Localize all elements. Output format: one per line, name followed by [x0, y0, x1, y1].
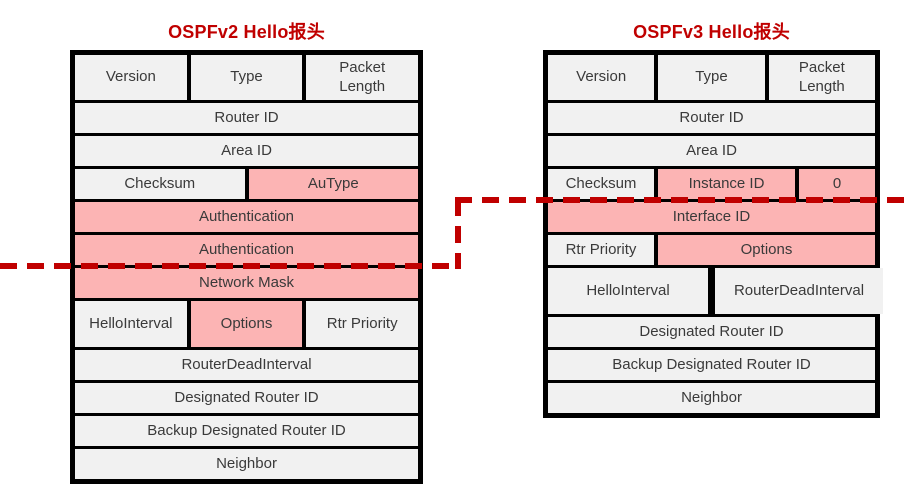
field-autype: AuType	[248, 169, 418, 199]
v3-row-area-id: Area ID	[548, 136, 875, 166]
field-interface-id: Interface ID	[548, 202, 875, 232]
v2-row-area-id: Area ID	[75, 136, 418, 166]
v2-header-title: OSPFv2 Hello报头	[168, 22, 325, 42]
v3-row-hello-dead-interval: HelloInterval RouterDeadInterval	[548, 268, 883, 314]
v2-row-authentication-1: Authentication	[75, 202, 418, 232]
v2-row-checksum-autype: Checksum AuType	[75, 169, 418, 199]
v3-row-interface-id: Interface ID	[548, 202, 875, 232]
field-rtr-priority: Rtr Priority	[306, 301, 419, 347]
comparison-dashed-line-left-horizontal	[0, 263, 457, 269]
field-authentication: Authentication	[75, 235, 418, 265]
field-type: Type	[658, 55, 765, 100]
field-packet-length: Packet Length	[306, 55, 419, 100]
v2-row-hello-options-priority: HelloInterval Options Rtr Priority	[75, 301, 419, 347]
v3-row-priority-options: Rtr Priority Options	[548, 235, 875, 265]
v2-packet-diagram: Version Type Packet Length Router ID Are…	[70, 50, 423, 484]
field-checksum: Checksum	[75, 169, 245, 199]
field-hello-interval: HelloInterval	[548, 268, 708, 314]
field-type: Type	[190, 55, 303, 100]
field-designated-router-id: Designated Router ID	[548, 317, 875, 347]
v3-row-header-words: Version Type Packet Length	[548, 55, 875, 100]
v2-row-router-id: Router ID	[75, 103, 418, 133]
field-zero: 0	[799, 169, 875, 199]
v2-row-neighbor: Neighbor	[75, 449, 418, 479]
field-router-dead-interval: RouterDeadInterval	[715, 268, 883, 314]
field-router-id: Router ID	[548, 103, 875, 133]
field-hello-interval: HelloInterval	[75, 301, 187, 347]
field-network-mask: Network Mask	[75, 268, 418, 298]
field-neighbor: Neighbor	[548, 383, 875, 413]
field-backup-designated-router-id: Backup Designated Router ID	[75, 416, 418, 446]
field-options: Options	[190, 301, 303, 347]
field-router-dead-interval: RouterDeadInterval	[75, 350, 418, 380]
v3-row-designated-router-id: Designated Router ID	[548, 317, 875, 347]
v2-row-header-words: Version Type Packet Length	[75, 55, 419, 100]
v3-row-router-id: Router ID	[548, 103, 875, 133]
field-area-id: Area ID	[548, 136, 875, 166]
v2-row-designated-router-id: Designated Router ID	[75, 383, 418, 413]
field-designated-router-id: Designated Router ID	[75, 383, 418, 413]
v3-header-title: OSPFv3 Hello报头	[633, 22, 790, 42]
field-backup-designated-router-id: Backup Designated Router ID	[548, 350, 875, 380]
v2-row-authentication-2: Authentication	[75, 235, 418, 265]
comparison-dashed-line-right-horizontal	[455, 197, 914, 203]
field-version: Version	[75, 55, 187, 100]
v3-row-backup-designated-router-id: Backup Designated Router ID	[548, 350, 875, 380]
field-version: Version	[548, 55, 655, 100]
v2-row-router-dead-interval: RouterDeadInterval	[75, 350, 418, 380]
field-options: Options	[658, 235, 875, 265]
field-router-id: Router ID	[75, 103, 418, 133]
field-neighbor: Neighbor	[75, 449, 418, 479]
field-instance-id: Instance ID	[658, 169, 795, 199]
v3-row-checksum-instance: Checksum Instance ID 0	[548, 169, 875, 199]
field-rtr-priority: Rtr Priority	[548, 235, 654, 265]
field-authentication: Authentication	[75, 202, 418, 232]
field-packet-length: Packet Length	[768, 55, 875, 100]
field-checksum: Checksum	[548, 169, 654, 199]
field-area-id: Area ID	[75, 136, 418, 166]
comparison-dashed-line-vertical	[455, 199, 461, 269]
v2-row-network-mask: Network Mask	[75, 268, 418, 298]
v3-packet-diagram: Version Type Packet Length Router ID Are…	[543, 50, 883, 418]
v3-row-neighbor: Neighbor	[548, 383, 875, 413]
v2-row-backup-designated-router-id: Backup Designated Router ID	[75, 416, 418, 446]
